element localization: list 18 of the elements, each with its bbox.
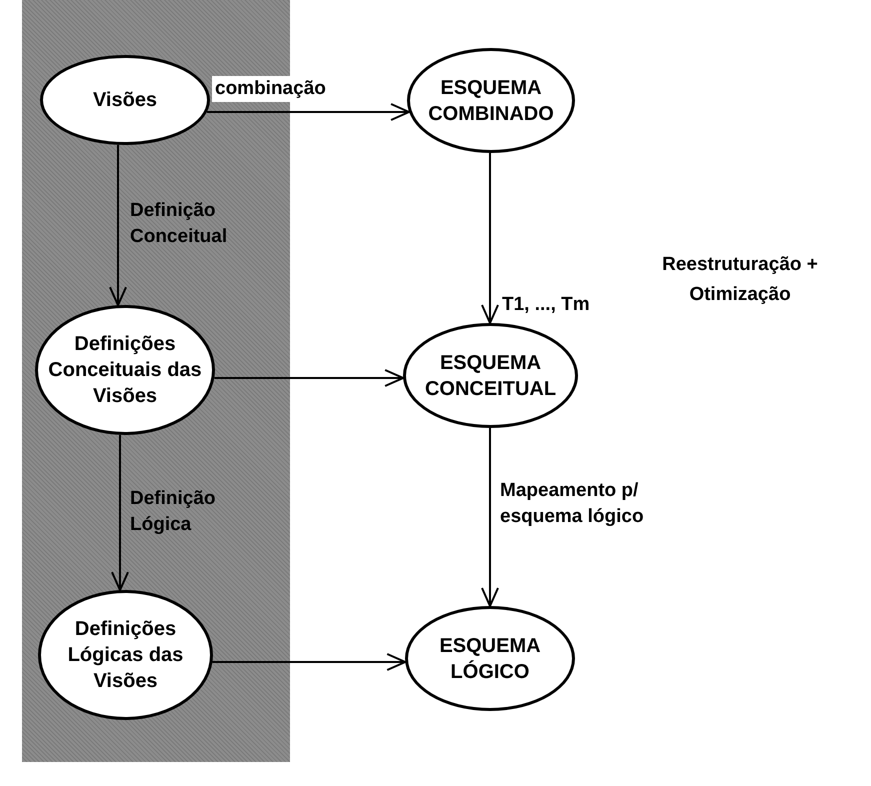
arrow [111, 434, 129, 592]
arrow [214, 369, 404, 387]
node-label: Definições Conceituais das Visões [47, 332, 203, 409]
arrow [206, 103, 410, 121]
edge-label: Definição Lógica [130, 487, 217, 537]
edge-label: Mapeamento p/ esquema lógico [500, 479, 645, 529]
arrow [109, 144, 127, 306]
node-label: ESQUEMA LÓGICO [438, 634, 542, 684]
annotation-text: Reestruturação + Otimização [661, 253, 819, 308]
edge-label: T1, ..., Tm [502, 293, 591, 317]
arrow [481, 428, 499, 607]
node-label: Definições Lógicas das Visões [66, 617, 184, 694]
node-label: Visões [92, 88, 158, 113]
node-label: ESQUEMA COMBINADO [427, 76, 555, 126]
arrow [481, 153, 499, 324]
edge-label: Definição Conceitual [130, 199, 228, 249]
node-label: ESQUEMA CONCEITUAL [424, 350, 558, 402]
arrow [212, 653, 406, 671]
